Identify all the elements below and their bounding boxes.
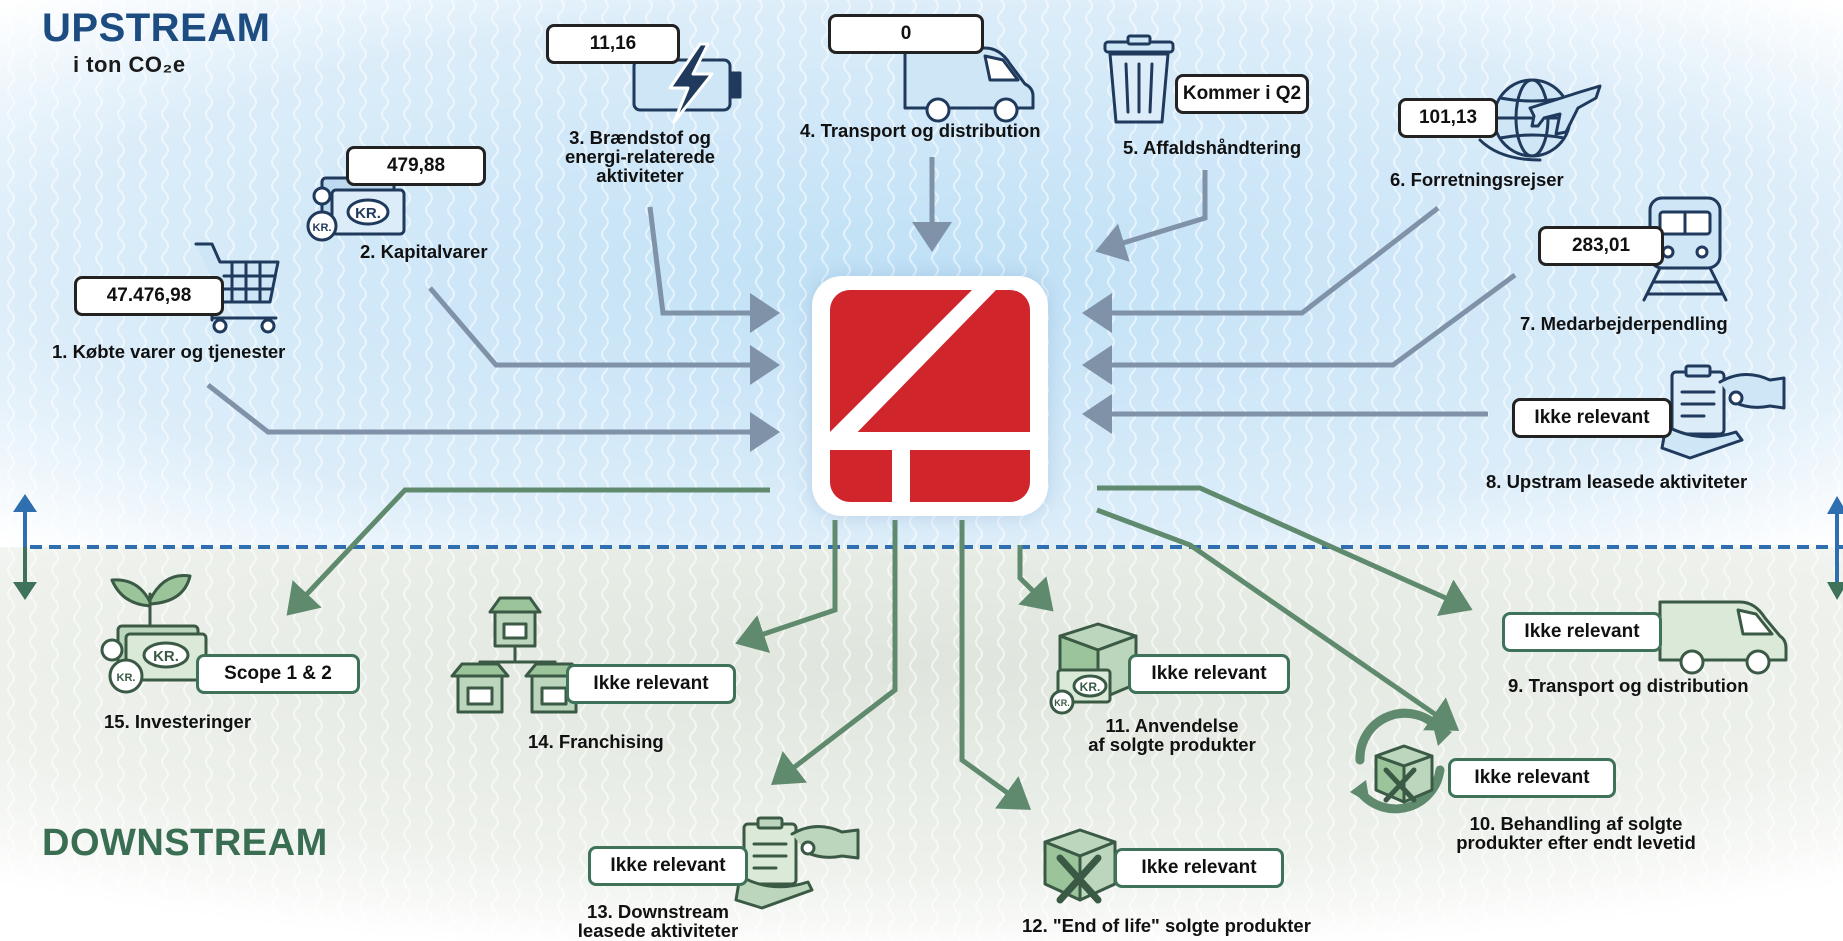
value-c12: Ikke relevant: [1114, 848, 1284, 888]
arrow-c3: [647, 206, 780, 333]
trash-can-icon: [1103, 34, 1175, 124]
label-c1: 1. Købte varer og tjenester: [52, 341, 286, 362]
arrow-c10: [1096, 507, 1460, 731]
svg-text:KR.: KR.: [117, 672, 136, 684]
downstream-arrows: [286, 485, 1473, 810]
value-c9: Ikke relevant: [1502, 612, 1662, 652]
recycle-box-icon: [1350, 708, 1452, 814]
upstream-arrows: [206, 157, 1517, 452]
label-c8: 8. Upstram leasede aktiviteter: [1486, 471, 1748, 492]
label-c11: 11. Anvendelse af solgte produkter: [1072, 716, 1272, 754]
label-c3: 3. Brændstof og energi-relaterede aktivi…: [540, 128, 740, 185]
van-icon: [903, 46, 1035, 123]
arrow-c5: [1095, 170, 1208, 262]
downstream-title: DOWNSTREAM: [42, 822, 328, 864]
clipboard-key-hand-icon: [734, 816, 860, 910]
money-bills-icon: KR. KR.: [306, 176, 406, 242]
train-icon: [1642, 196, 1728, 302]
label-c2: 2. Kapitalvarer: [360, 241, 488, 262]
label-c13: 13. Downstream leasede aktiviteter: [568, 902, 748, 940]
value-c1: 47.476,98: [74, 276, 224, 316]
label-c13-line2: leasede aktiviteter: [577, 920, 739, 941]
label-c11-line2: af solgte produkter: [1088, 734, 1256, 755]
value-c7: 283,01: [1538, 226, 1664, 266]
value-c5: Kommer i Q2: [1175, 74, 1309, 114]
left-divider-arrows-icon: [13, 494, 37, 600]
upstream-downstream-divider: [13, 494, 1843, 600]
label-c3-line1: 3. Brændstof og: [569, 127, 711, 148]
label-c9: 9. Transport og distribution: [1508, 675, 1749, 696]
value-c14: Ikke relevant: [566, 664, 736, 704]
value-c10: Ikke relevant: [1448, 758, 1616, 798]
label-c5: 5. Affaldshåndtering: [1123, 137, 1302, 158]
label-c11-line1: 11. Anvendelse: [1105, 715, 1239, 736]
arrow-c14: [735, 520, 838, 653]
logo-icon: [830, 290, 1030, 502]
svg-text:KR.: KR.: [1054, 698, 1070, 708]
box-money-icon: KR. KR.: [1049, 622, 1138, 715]
label-c13-line1: 13. Downstream: [587, 901, 729, 922]
arrow-c1: [206, 383, 780, 452]
label-c14: 14. Franchising: [528, 731, 664, 752]
label-c15: 15. Investeringer: [104, 711, 252, 732]
label-c10: 10. Behandling af solgte produkter efter…: [1436, 814, 1716, 852]
arrow-c9: [1097, 485, 1473, 617]
value-c11: Ikke relevant: [1128, 654, 1290, 694]
arrow-c11: [1017, 545, 1054, 612]
battery-lightning-icon: [632, 42, 742, 124]
svg-text:KR.: KR.: [1080, 680, 1101, 694]
svg-text:KR.: KR.: [355, 205, 381, 222]
value-c4: 0: [828, 14, 984, 54]
value-c15: Scope 1 & 2: [196, 654, 360, 694]
svg-text:KR.: KR.: [153, 648, 179, 665]
label-c3-line2: energi-relaterede: [564, 146, 716, 167]
upstream-title: UPSTREAM: [42, 6, 271, 50]
clipboard-key-hand-icon: [1660, 364, 1786, 460]
stores-network-icon: [450, 596, 584, 714]
arrow-c12: [959, 520, 1032, 810]
value-c6: 101,13: [1398, 98, 1498, 138]
label-c6: 6. Forretningsrejser: [1390, 169, 1564, 190]
svg-text:KR.: KR.: [313, 222, 332, 234]
globe-plane-icon: [1478, 78, 1602, 162]
label-c4: 4. Transport og distribution: [800, 120, 1041, 141]
label-c3-line3: aktiviteter: [596, 165, 684, 186]
label-c10-line1: 10. Behandling af solgte: [1469, 813, 1683, 834]
value-c2: 479,88: [346, 146, 486, 186]
arrow-c2: [428, 286, 780, 385]
box-cross-icon: [1043, 828, 1117, 904]
value-c3: 11,16: [546, 24, 680, 64]
label-c10-line2: produkter efter endt levetid: [1456, 832, 1696, 853]
company-logo: [812, 276, 1048, 516]
value-c13: Ikke relevant: [588, 846, 748, 886]
label-c12: 12. "End of life" solgte produkter: [1022, 915, 1311, 936]
plant-money-icon: KR. KR.: [100, 574, 208, 694]
van-icon: [1658, 600, 1788, 675]
right-divider-arrows-icon: [1827, 496, 1843, 600]
label-c7: 7. Medarbejderpendling: [1520, 313, 1728, 334]
arrow-c13: [771, 520, 898, 786]
value-c8: Ikke relevant: [1512, 398, 1672, 438]
arrow-c15: [286, 487, 770, 616]
upstream-unit: i ton CO₂e: [73, 52, 186, 77]
arrow-c7: [1082, 272, 1517, 385]
arrow-c6: [1082, 206, 1440, 333]
